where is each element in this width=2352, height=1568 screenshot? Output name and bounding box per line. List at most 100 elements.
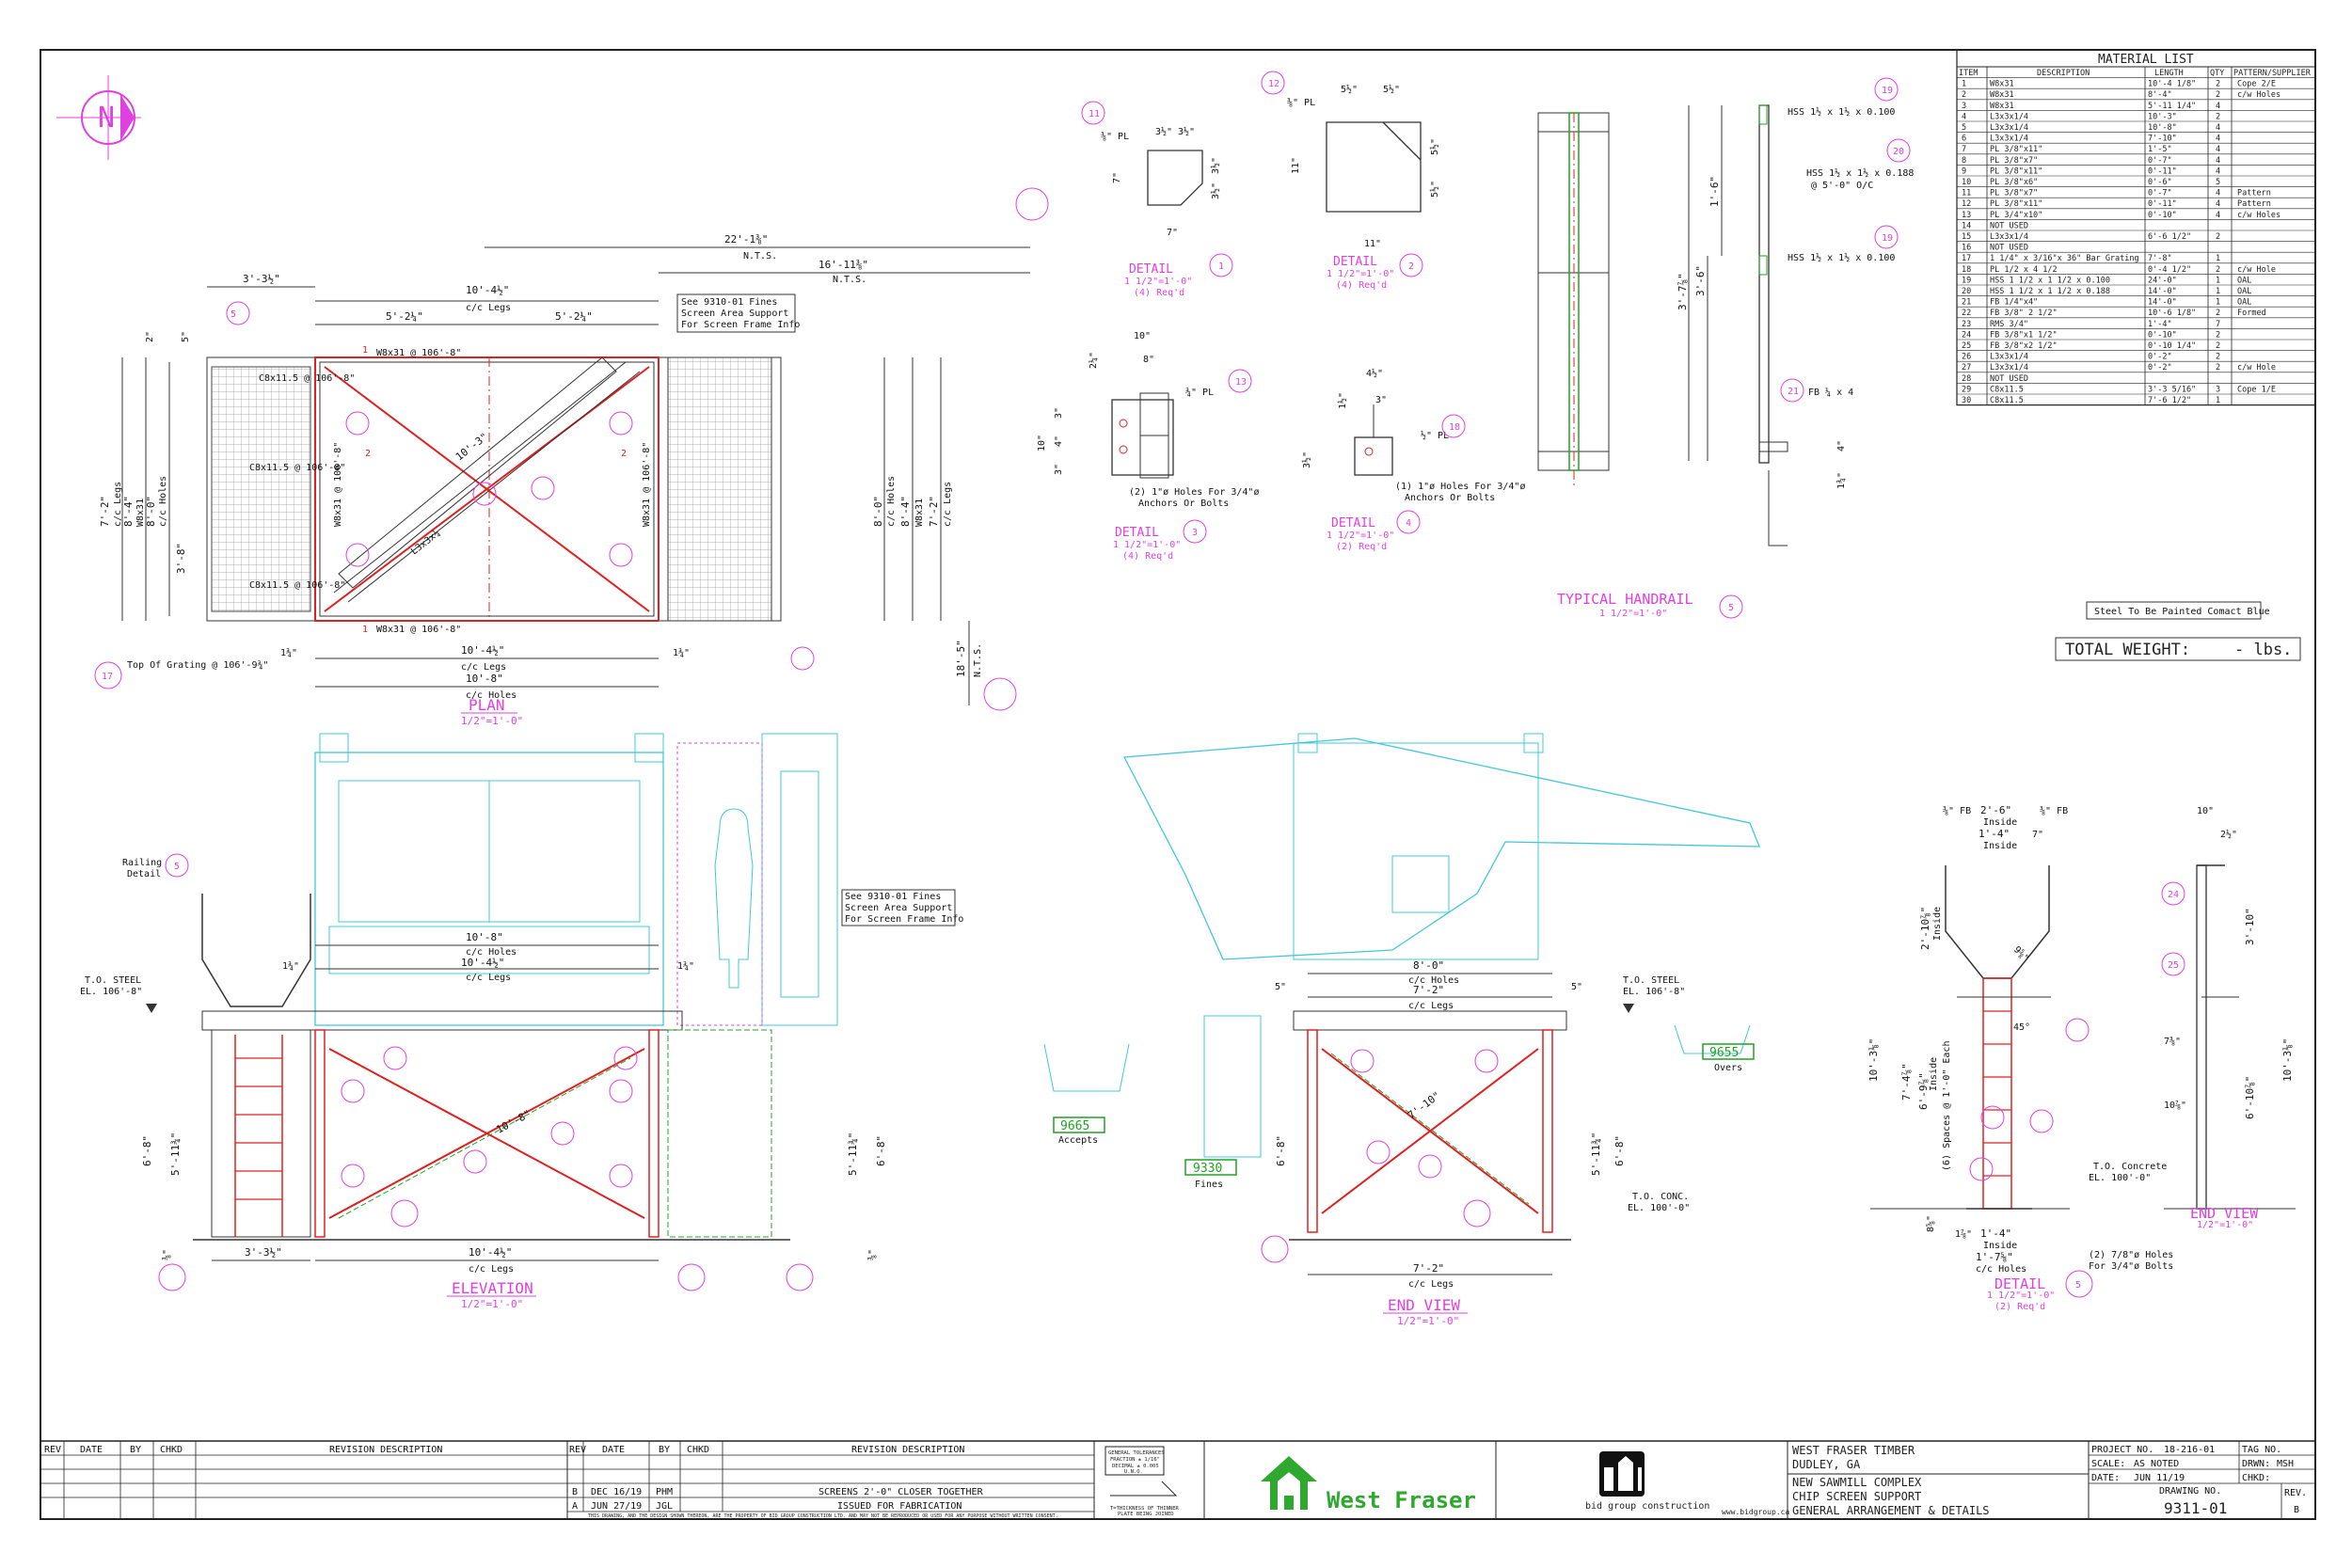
svg-text:CHKD: CHKD — [160, 1445, 183, 1455]
material-row-11-col-3: 4 — [2216, 189, 2220, 198]
plan-dim-right-3: 7'-2" — [928, 496, 940, 527]
title-block: REV DATE BY CHKD REVISION DESCRIPTION RE… — [40, 1440, 2316, 1520]
svg-text:5'-11¾": 5'-11¾" — [847, 1132, 859, 1176]
material-row-9-col-3: 4 — [2216, 166, 2220, 176]
material-row-5-col-1: L3x3x1/4 — [1990, 123, 2028, 133]
ladder-holes-note-2: For 3/4"ø Bolts — [2089, 1261, 2173, 1272]
svg-text:See 9310-01 Fines: See 9310-01 Fines — [845, 892, 941, 902]
svg-text:6'-10⅞": 6'-10⅞" — [2244, 1076, 2256, 1119]
detail-2: 12 ⅜" PL 5½" 5½" 11" 5½" 5½" 11" DETAIL … — [1261, 71, 1440, 291]
plan-dim-left-4: 3'-8" — [175, 543, 187, 574]
material-row-25-col-3: 2 — [2216, 341, 2220, 351]
material-row-21-col-0: 21 — [1962, 298, 1971, 308]
svg-text:20: 20 — [1893, 147, 1904, 157]
material-row-22-col-2: 10'-6 1/8" — [2148, 309, 2196, 318]
svg-text:c/c Holes: c/c Holes — [466, 947, 516, 958]
svg-text:5'-11¾": 5'-11¾" — [169, 1132, 182, 1176]
material-list-title: MATERIAL LIST — [2098, 53, 2194, 67]
plan-dim-2: 16'-11⅜" — [818, 259, 868, 271]
material-row-23-col-1: RMS 3/4" — [1990, 320, 2028, 329]
material-row-13-col-3: 4 — [2216, 211, 2220, 220]
rev-b-desc: SCREENS 2'-0" CLOSER TOGETHER — [818, 1487, 984, 1497]
svg-text:Anchors Or Bolts: Anchors Or Bolts — [1138, 499, 1229, 509]
material-row-21-col-4: OAL — [2237, 298, 2251, 308]
svg-text:1'-4": 1'-4" — [1979, 828, 2010, 840]
scale: AS NOTED — [2134, 1459, 2179, 1469]
material-row-20-col-3: 1 — [2216, 287, 2220, 296]
svg-text:1'-7⅝": 1'-7⅝" — [1976, 1251, 2013, 1263]
svg-text:Screen Area Support: Screen Area Support — [845, 903, 952, 913]
material-row-3-col-3: 4 — [2216, 102, 2220, 111]
material-row-21-col-2: 14'-0" — [2148, 298, 2177, 308]
material-row-24-col-0: 24 — [1962, 330, 1971, 340]
svg-text:1 1/2"=1'-0": 1 1/2"=1'-0" — [1599, 609, 1667, 619]
detail-5-title: DETAIL — [1994, 1275, 2045, 1292]
material-row-6-col-3: 4 — [2216, 135, 2220, 144]
material-row-8-col-3: 4 — [2216, 156, 2220, 166]
svg-text:11": 11" — [1364, 239, 1381, 249]
end-view-to-steel: T.O. STEEL — [1623, 975, 1679, 986]
plan-title: PLAN — [469, 696, 505, 714]
svg-text:6'-8": 6'-8" — [875, 1135, 887, 1166]
plan-dim-small-left: 1¾" — [280, 647, 297, 658]
plan-dim-small-right: 1¾" — [673, 647, 690, 658]
material-row-16-col-1: NOT USED — [1990, 244, 2028, 253]
material-row-2-col-1: W8x31 — [1990, 90, 2014, 100]
plan-channel-1: C8x11.5 @ 106'-8" — [259, 373, 355, 384]
plan-beam-right: W8x31 @ 106'-8" — [642, 442, 652, 527]
material-row-17-col-3: 1 — [2216, 254, 2220, 263]
material-row-22-col-0: 22 — [1962, 309, 1971, 318]
svg-text:7": 7" — [1167, 228, 1178, 238]
svg-text:4½": 4½" — [1366, 368, 1383, 379]
svg-text:2¼": 2¼" — [1088, 352, 1099, 369]
svg-text:5": 5" — [1275, 982, 1286, 992]
material-row-19-col-1: HSS 1 1/2 x 1 1/2 x 0.100 — [1990, 276, 2110, 285]
svg-text:4": 4" — [1836, 440, 1847, 451]
material-row-2-col-4: c/w Holes — [2237, 90, 2280, 100]
material-row-17-col-2: 7'-8" — [2148, 254, 2172, 263]
material-row-15-col-2: 6'-6 1/2" — [2148, 232, 2191, 242]
material-row-20-col-1: HSS 1 1/2 x 1 1/2 x 0.188 — [1990, 287, 2110, 296]
material-row-20-col-2: 14'-0" — [2148, 287, 2177, 296]
svg-text:9⅝": 9⅝" — [2011, 944, 2031, 964]
svg-text:1 1/2"=1'-0": 1 1/2"=1'-0" — [1124, 277, 1192, 287]
svg-text:EL. 100'-0": EL. 100'-0" — [1628, 1203, 1690, 1213]
sheet-border — [40, 49, 2316, 1520]
svg-text:c/c Legs: c/c Legs — [943, 482, 953, 527]
material-row-19-col-0: 19 — [1962, 276, 1971, 285]
project-line-1: NEW SAWMILL COMPLEX — [1792, 1476, 1922, 1489]
svg-text:3'-10": 3'-10" — [2244, 908, 2256, 945]
plan-dim-legs-sub: c/c Legs — [466, 303, 511, 313]
material-row-4-col-2: 10'-3" — [2148, 112, 2177, 121]
svg-text:7": 7" — [1112, 172, 1122, 183]
svg-text:4: 4 — [1406, 518, 1411, 529]
material-row-2-col-2: 8'-4" — [2148, 90, 2172, 100]
end-view-scale: 1/2"=1'-0" — [1397, 1315, 1459, 1327]
svg-text:¾" PL: ¾" PL — [1185, 387, 1214, 398]
svg-text:(2) Req'd: (2) Req'd — [1994, 1302, 2045, 1312]
svg-text:5: 5 — [2075, 1280, 2081, 1291]
svg-text:3½": 3½" — [1210, 157, 1221, 174]
detail-4: 4½" 1½" 3" 3½" ½" PL 18 (1) 1"ø Holes Fo… — [1301, 368, 1525, 552]
svg-text:c/c Legs: c/c Legs — [469, 1264, 514, 1275]
tag-fines: 9330 — [1193, 1162, 1222, 1176]
plan-brace-angle: L3x3x¼ — [408, 528, 442, 558]
svg-text:c/c Holes: c/c Holes — [886, 476, 897, 527]
svg-text:Inside: Inside — [1983, 1241, 2017, 1251]
plan-dim-2-sub: N.T.S. — [833, 275, 866, 285]
svg-text:11": 11" — [1291, 157, 1301, 174]
svg-text:REV.: REV. — [2284, 1488, 2307, 1498]
material-row-3-col-0: 3 — [1962, 102, 1966, 111]
svg-text:18: 18 — [1449, 422, 1460, 433]
svg-text:⅜": ⅜" — [866, 1249, 878, 1260]
paint-note: Steel To Be Painted Comact Blue — [2094, 607, 2270, 617]
svg-text:c/c Holes: c/c Holes — [1976, 1264, 2026, 1275]
material-row-2-col-3: 2 — [2216, 90, 2220, 100]
svg-text:12: 12 — [1268, 79, 1279, 89]
plan-dim-bottom-holes: 10'-8" — [466, 673, 503, 685]
elevation-view: Railing Detail 5 T.O. STEEL EL. 106'-8" … — [80, 733, 963, 1310]
material-row-30-col-2: 7'-6 1/2" — [2148, 396, 2191, 405]
svg-text:13: 13 — [1235, 377, 1247, 388]
svg-text:c/c Legs: c/c Legs — [466, 973, 511, 983]
svg-text:U.N.O.: U.N.O. — [1124, 1469, 1143, 1475]
